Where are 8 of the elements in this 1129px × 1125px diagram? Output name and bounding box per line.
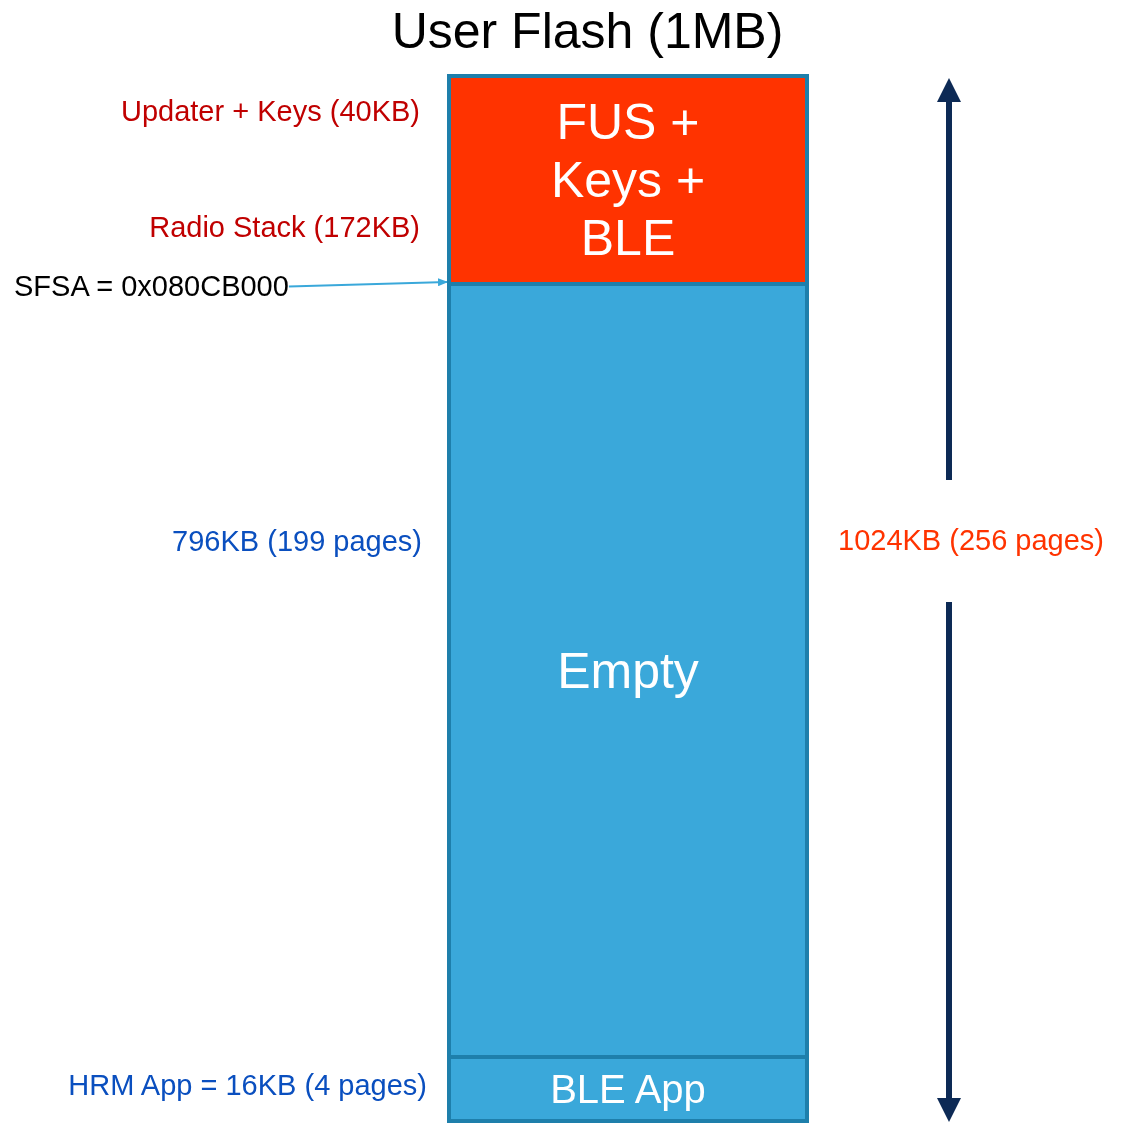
size-label: HRM App = 16KB (4 pages) xyxy=(68,1069,427,1102)
size-label: 796KB (199 pages) xyxy=(172,525,422,558)
diagram-title: User Flash (1MB) xyxy=(390,2,785,60)
size-label: 1024KB (256 pages) xyxy=(838,524,1105,557)
address-label: SFSA = 0x080CB000 xyxy=(14,270,289,303)
region-label: Updater + Keys (40KB) xyxy=(121,95,420,128)
arrow xyxy=(287,278,448,288)
region-label: Radio Stack (172KB) xyxy=(149,211,420,244)
